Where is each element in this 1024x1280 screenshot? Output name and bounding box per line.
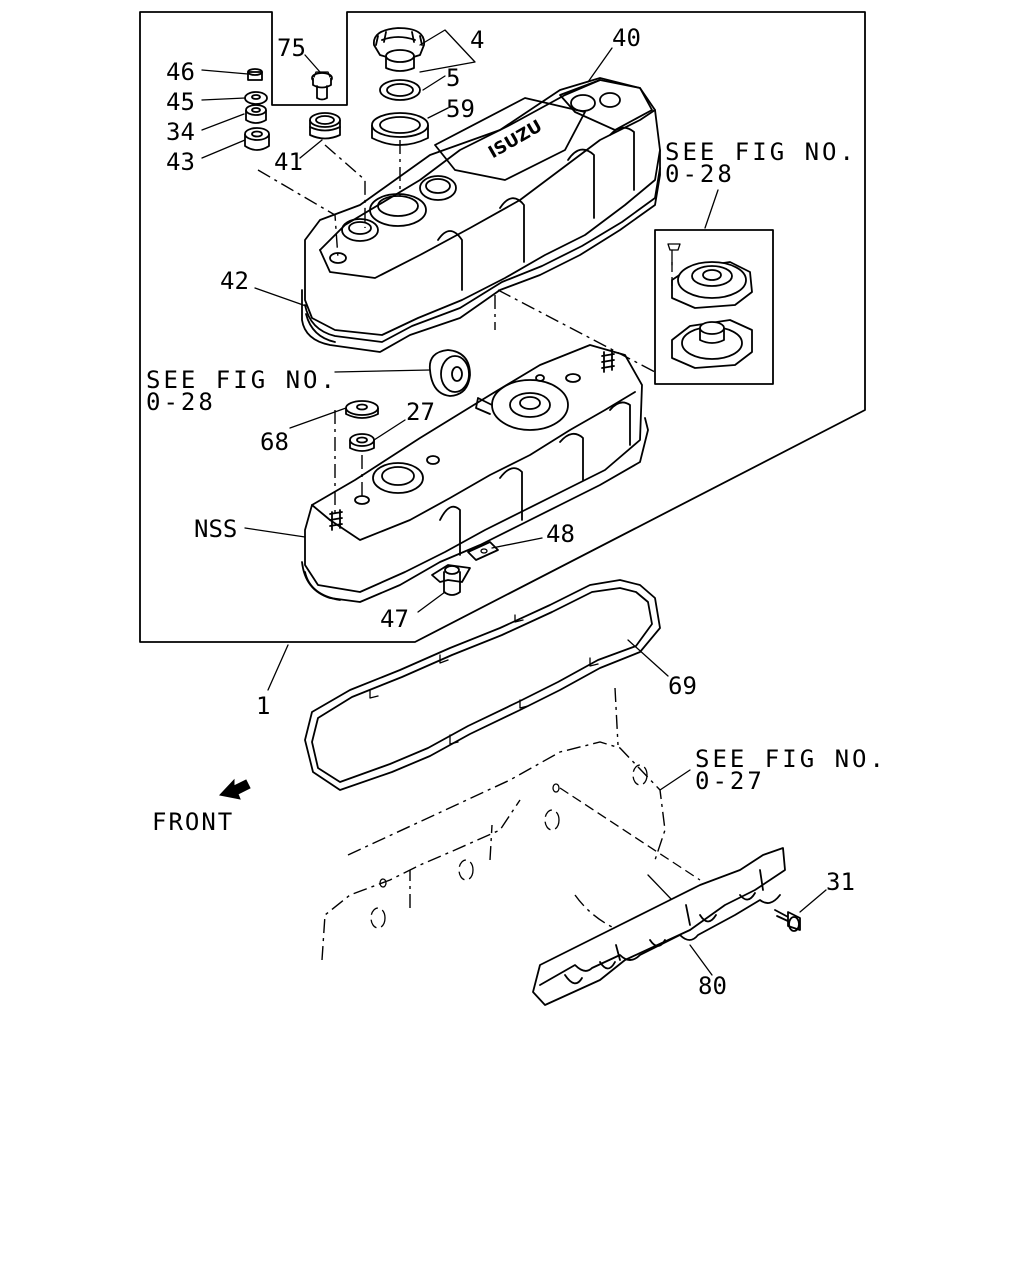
ref-lower-line2: 0-27: [695, 767, 765, 795]
label-48: 48: [546, 520, 575, 548]
ref-lower-line1: SEE FIG NO.: [695, 745, 887, 773]
oil-filler-cap-4: [373, 27, 425, 72]
grommet-41: [309, 112, 341, 140]
label-59: 59: [446, 95, 475, 123]
label-4: 4: [470, 26, 484, 54]
ref-upper-line2: 0-28: [665, 160, 735, 188]
label-nss: NSS: [194, 515, 237, 543]
grommet-stack: [244, 68, 270, 151]
label-41: 41: [274, 148, 303, 176]
label-40: 40: [612, 24, 641, 52]
washer-27: [349, 433, 375, 452]
ref-upper-line1: SEE FIG NO.: [665, 138, 857, 166]
cylinder-head-outline: [321, 687, 701, 961]
assembly-frame: [139, 11, 866, 643]
label-69: 69: [668, 672, 697, 700]
label-46: 46: [166, 58, 195, 86]
label-45: 45: [166, 88, 195, 116]
label-80: 80: [698, 972, 727, 1000]
label-27: 27: [406, 398, 435, 426]
label-5: 5: [446, 64, 460, 92]
label-68: 68: [260, 428, 289, 456]
label-43: 43: [166, 148, 195, 176]
gasket-69: [304, 579, 661, 791]
label-75: 75: [277, 34, 306, 62]
front-arrow-icon: [219, 778, 251, 800]
label-47: 47: [380, 605, 409, 633]
rocker-cover-lower: [301, 344, 649, 603]
part-labels: 75 4 40 46 45 34 43 5 59 41 42 68 27 NSS…: [166, 24, 855, 1000]
grommet-68: [345, 400, 379, 419]
oil-filler-hole: [369, 193, 427, 227]
bracket-48: [467, 541, 499, 561]
front-label: FRONT: [152, 808, 234, 836]
inset-detail-box: [654, 229, 774, 385]
ref-left-line2: 0-28: [146, 388, 216, 416]
ref-left-line1: SEE FIG NO.: [146, 366, 338, 394]
leader-lines: [201, 29, 827, 976]
bolt-31: [774, 909, 801, 932]
figure-references: SEE FIG NO. 0-28 SEE FIG NO. 0-28 SEE FI…: [146, 138, 887, 836]
heat-protector-80: [532, 847, 786, 1006]
label-31: 31: [826, 868, 855, 896]
label-1: 1: [256, 692, 270, 720]
guide-lines: [257, 140, 656, 515]
label-42: 42: [220, 267, 249, 295]
bolt-75: [311, 71, 333, 101]
seal-59: [371, 112, 429, 146]
rocker-cover-upper: ISUZU: [301, 77, 661, 353]
label-34: 34: [166, 118, 195, 146]
gasket-5: [379, 79, 421, 101]
pcv-cap: [428, 349, 471, 397]
